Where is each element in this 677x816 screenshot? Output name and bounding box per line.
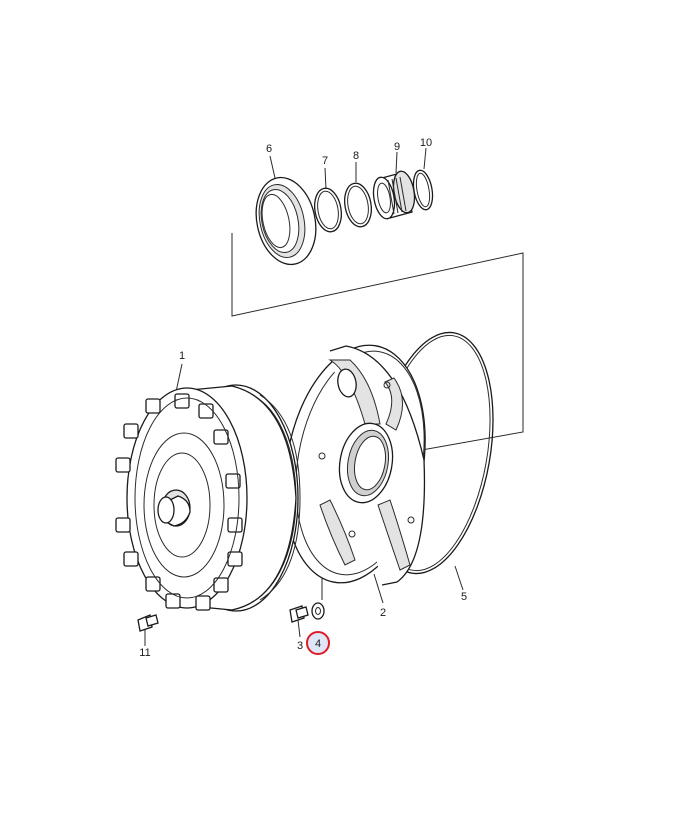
bolt-part-3 [289,605,309,623]
callout-7[interactable]: 7 [322,155,328,167]
callout-3[interactable]: 3 [297,640,303,652]
callout-6[interactable]: 6 [266,143,272,155]
callout-2[interactable]: 2 [380,607,386,619]
callout-11[interactable]: 11 [139,647,150,659]
washer-part-4 [311,602,325,620]
callout-8[interactable]: 8 [353,150,359,162]
callout-labels: 1 2 3 4 5 6 7 8 9 10 11 [139,137,467,659]
callout-1[interactable]: 1 [179,350,185,362]
leader-lines [144,147,524,646]
torque-converter-part-1 [115,384,301,612]
seal-ring-part-6 [255,176,317,266]
callout-9[interactable]: 9 [394,141,400,153]
callout-5[interactable]: 5 [461,591,467,603]
pump-housing-part-2 [284,344,426,586]
bearing-part-9 [372,170,416,220]
snap-ring-part-10 [412,169,434,211]
o-ring-part-8 [343,182,373,228]
o-ring-part-7 [313,187,343,233]
callout-10[interactable]: 10 [420,137,432,149]
callout-4[interactable]: 4 [315,638,321,650]
bolt-part-11 [137,614,159,632]
selected-callout-highlight [306,631,330,655]
